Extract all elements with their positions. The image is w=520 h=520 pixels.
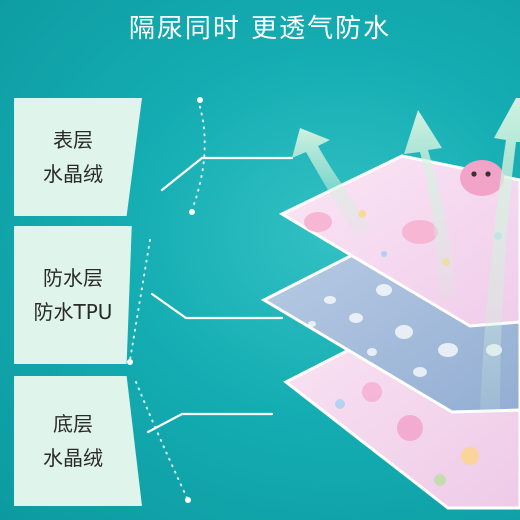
label-card-bottom-layer: 底层 水晶绒 bbox=[14, 376, 142, 506]
layer-material: 水晶绒 bbox=[43, 446, 103, 470]
label-card-top-layer: 表层 水晶绒 bbox=[14, 98, 142, 216]
dot-markers bbox=[127, 97, 203, 503]
headline: 隔尿同时 更透气防水 bbox=[128, 14, 392, 44]
arrow-up-icon bbox=[404, 110, 456, 300]
connector-lines bbox=[146, 156, 294, 434]
layer-name: 表层 bbox=[53, 128, 93, 152]
arrow-up-right-icon bbox=[480, 98, 520, 412]
cartoon-figure bbox=[304, 160, 504, 244]
airflow-arrows bbox=[292, 98, 520, 412]
dotted-arc-decoration bbox=[129, 99, 206, 501]
label-card-waterproof-layer: 防水层 防水TPU bbox=[14, 226, 132, 364]
layer-name: 底层 bbox=[53, 412, 93, 436]
layer-material: 防水TPU bbox=[33, 300, 113, 324]
arrow-up-left-icon bbox=[292, 128, 372, 236]
layer-name: 防水层 bbox=[43, 266, 103, 290]
layer-material: 水晶绒 bbox=[43, 162, 103, 186]
